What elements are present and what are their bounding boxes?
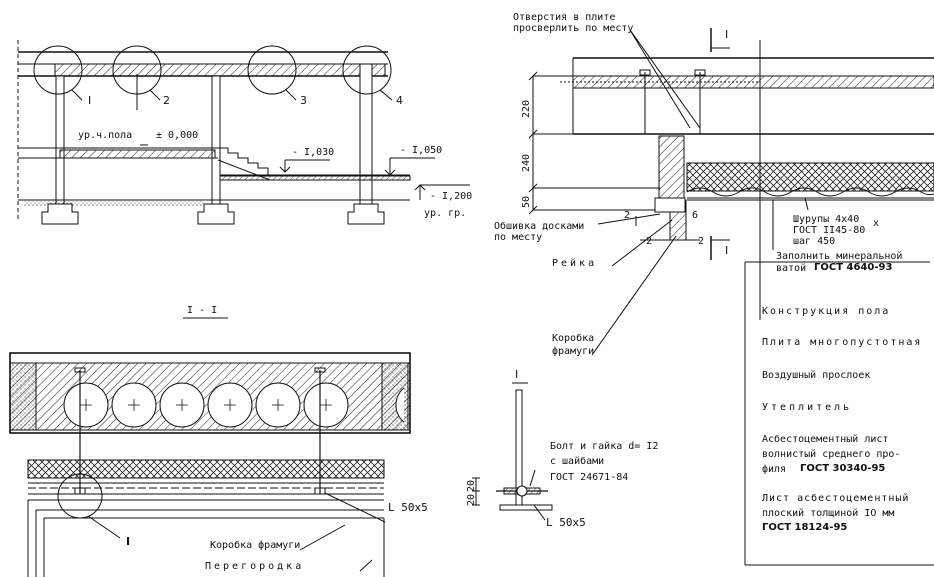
frame-box-2: фрамуги [552, 346, 595, 357]
callout-2: 2 [163, 94, 170, 107]
legend-insulation: Утеплитель [762, 402, 853, 413]
bolt-dim-20-a: 20 [466, 479, 477, 492]
fill-gost: ГОСТ 4640-93 [814, 262, 893, 273]
legend-asbestos-wave-2: волнистый среднего про- [762, 449, 901, 460]
callout-4: 4 [396, 94, 403, 107]
section-view [9, 317, 411, 577]
frame-label: Коробка фрамуги [210, 540, 301, 551]
fill-note: Заполнить минеральной [776, 251, 903, 262]
section-node-label: I [126, 535, 131, 548]
dim-220: 220 [521, 99, 532, 118]
holes-note-1: Отверстия в плите [513, 12, 616, 23]
elevation-view [17, 40, 470, 225]
batten-label: Рейка [552, 258, 598, 269]
bolt-detail-view [472, 382, 553, 521]
node-detail-view [528, 28, 934, 566]
screws-x: x [873, 218, 880, 229]
bolt-detail-title: I [515, 368, 519, 381]
holes-note-2: просверлить по месту [513, 23, 634, 34]
dim-2-c: 2 [698, 236, 705, 247]
fill-note-2: ватой [776, 263, 807, 274]
bolt-line-1: Болт и гайка d= I2 [550, 441, 659, 452]
bolt-line-2: с шайбами [550, 456, 605, 467]
legend-asbestos-wave-gost: ГОСТ 30340-95 [800, 463, 886, 474]
sheathing-note-1: Обшивка досками [494, 221, 585, 232]
section-angle-label: L 50x5 [388, 501, 428, 514]
dim-2-b: 2 [646, 236, 653, 247]
screws-line-3: шаг 450 [793, 236, 836, 247]
legend-asbestos-wave-1: Асбестоцементный лист [762, 434, 889, 445]
dim-50: 50 [521, 195, 532, 208]
legend-asbestos-flat-2: плоский толщиной IO мм [762, 508, 895, 519]
frame-box-1: Коробка [552, 333, 595, 344]
section-title: I - I [187, 305, 218, 316]
floor-label: ур.ч.пола [78, 130, 133, 141]
legend-asbestos-wave-3: филя [762, 464, 787, 475]
legend-asbestos-flat-gost: ГОСТ 18124-95 [762, 522, 848, 533]
section-mark-bottom: I [725, 244, 729, 257]
floor-level: ± 0,000 [156, 130, 199, 141]
screws-line-1: Шурупы 4x40 [793, 214, 860, 225]
screws-line-2: ГОСТ II45-80 [793, 225, 866, 236]
level-2: - I,050 [400, 145, 443, 156]
dim-6: 6 [692, 210, 699, 221]
section-mark-top: I [725, 28, 729, 41]
legend-air-gap: Воздушный прослоек [762, 370, 871, 381]
level-1: - I,030 [292, 147, 335, 158]
callout-1: I [88, 94, 92, 107]
legend-slab: Плита многопустотная [762, 337, 923, 348]
sheathing-note-2: по месту [494, 232, 543, 243]
callout-3: 3 [300, 94, 307, 107]
bolt-line-3: ГОСТ 24671-84 [550, 472, 629, 483]
bolt-dim-20-b: 20 [466, 493, 477, 506]
dim-240: 240 [521, 153, 532, 172]
bolt-angle-label: L 50x5 [546, 516, 586, 529]
legend-asbestos-flat-1: Лист асбестоцементный [762, 493, 910, 504]
level-3: - I,200 [430, 191, 473, 202]
partition-label: Перегородка [205, 561, 305, 572]
ground-label: ур. гр. [424, 208, 467, 219]
legend-floor-construction: Конструкция пола [762, 306, 891, 317]
dim-2-a: 2 [624, 210, 631, 221]
